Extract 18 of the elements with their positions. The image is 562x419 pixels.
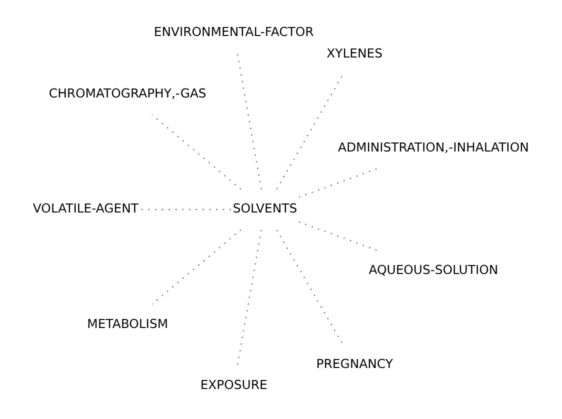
node-text: SOLVENTS xyxy=(232,200,298,216)
connector xyxy=(298,221,378,251)
connector xyxy=(298,168,378,198)
node-text: ENVIRONMENTAL-FACTOR xyxy=(154,24,314,40)
connector xyxy=(276,74,344,190)
node-text: PREGNANCY xyxy=(316,356,393,371)
node-text: VOLATILE-AGENT xyxy=(32,200,138,216)
node-text: XYLENES xyxy=(326,45,383,60)
node-text: AQUEOUS-SOLUTION xyxy=(368,262,498,277)
connector xyxy=(152,229,242,305)
node-text: EXPOSURE xyxy=(200,377,268,392)
connector xyxy=(276,230,344,344)
connector xyxy=(236,53,262,189)
connector xyxy=(236,230,262,366)
node-text: METABOLISM xyxy=(87,316,168,331)
node-text: CHROMATOGRAPHY,-GAS xyxy=(48,85,206,100)
connector xyxy=(152,114,242,190)
node-text: ADMINISTRATION,-INHALATION xyxy=(338,139,529,154)
